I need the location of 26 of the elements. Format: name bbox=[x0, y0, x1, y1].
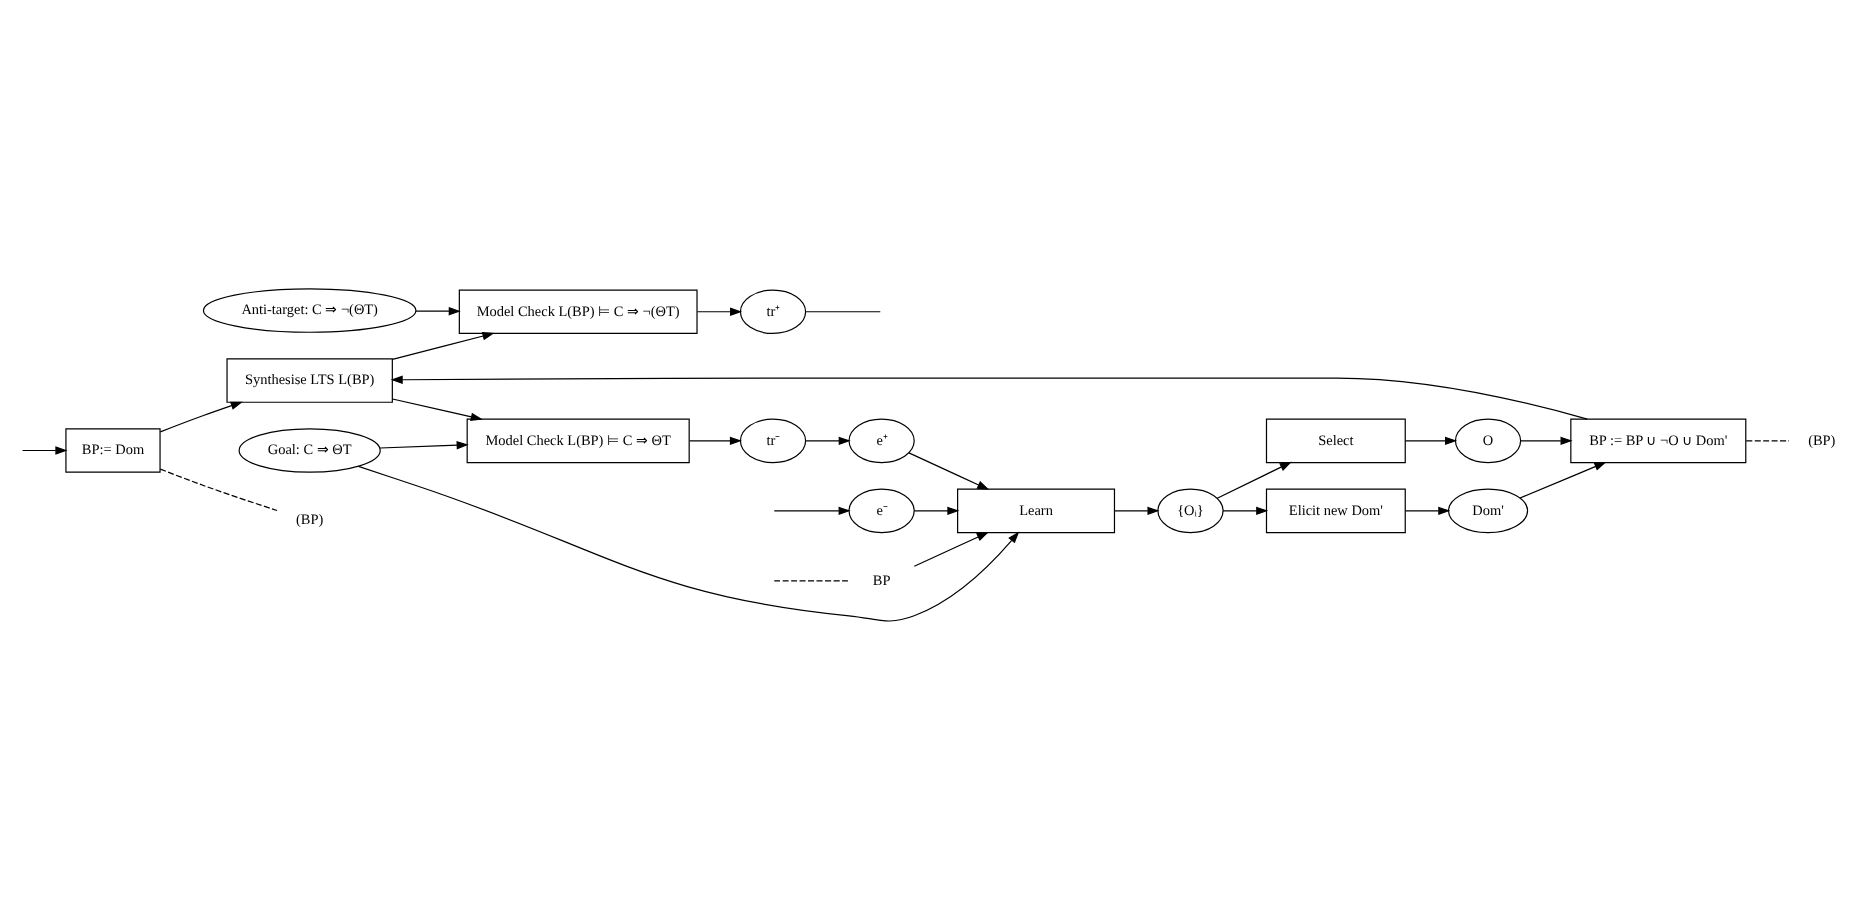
connector bbox=[159, 467, 278, 511]
connector bbox=[805, 310, 881, 312]
arrow bbox=[1520, 435, 1573, 445]
arrow bbox=[1404, 435, 1458, 445]
arrow bbox=[1404, 505, 1451, 515]
arrow bbox=[1222, 505, 1269, 515]
arrow bbox=[913, 505, 960, 515]
arrow bbox=[1519, 460, 1607, 498]
arrow bbox=[773, 505, 851, 515]
arrow bbox=[1216, 460, 1292, 498]
arrow bbox=[689, 435, 742, 445]
arrow bbox=[913, 531, 989, 566]
arrow bbox=[1114, 505, 1160, 515]
arrow bbox=[696, 306, 743, 315]
arrow bbox=[21, 445, 68, 454]
arrow bbox=[415, 305, 461, 315]
arrow bbox=[805, 435, 851, 445]
arrow bbox=[908, 451, 990, 489]
arrow bbox=[159, 400, 243, 432]
arrow bbox=[391, 331, 495, 360]
arrow bbox=[390, 374, 1588, 419]
connector bbox=[1745, 439, 1790, 441]
connector bbox=[773, 579, 850, 581]
arrow bbox=[357, 464, 1020, 621]
arrow bbox=[391, 397, 483, 420]
arrow bbox=[379, 439, 469, 449]
